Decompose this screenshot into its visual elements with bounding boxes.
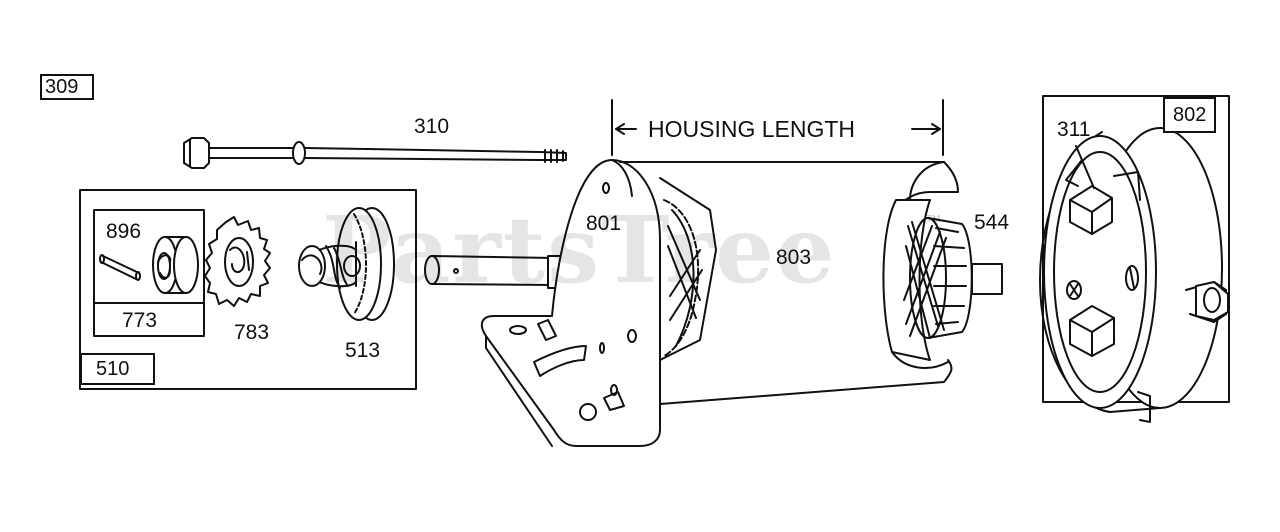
clutch-drive [299,208,394,320]
watermark-trademark: TM [926,214,941,225]
callout-783: 783 [234,321,270,344]
drive-end-cap [482,160,716,446]
callout-544: 544 [974,211,1010,234]
callout-802: 802 [1163,97,1217,133]
group-label: 309 [40,74,95,100]
kit-box-510 [80,190,416,389]
callout-896: 896 [106,220,142,243]
brush-end-cap [1040,128,1228,422]
pin-896 [100,255,140,280]
stop-collar [153,237,198,293]
housing-length-dimension [612,100,943,155]
kit-box-802 [1043,96,1229,402]
commutator-end [883,200,1002,360]
callout-773: 773 [122,309,158,332]
housing-length-label: HOUSING LENGTH [648,116,856,142]
callout-801: 801 [586,212,622,235]
through-bolt [184,138,566,168]
callout-803: 803 [776,246,812,269]
pinion-gear [205,217,270,306]
callout-510: 510 [80,353,156,385]
callout-513: 513 [345,339,381,362]
callout-311: 311 [1057,118,1091,141]
callout-310: 310 [414,115,450,138]
kit-box-773 [94,210,204,336]
